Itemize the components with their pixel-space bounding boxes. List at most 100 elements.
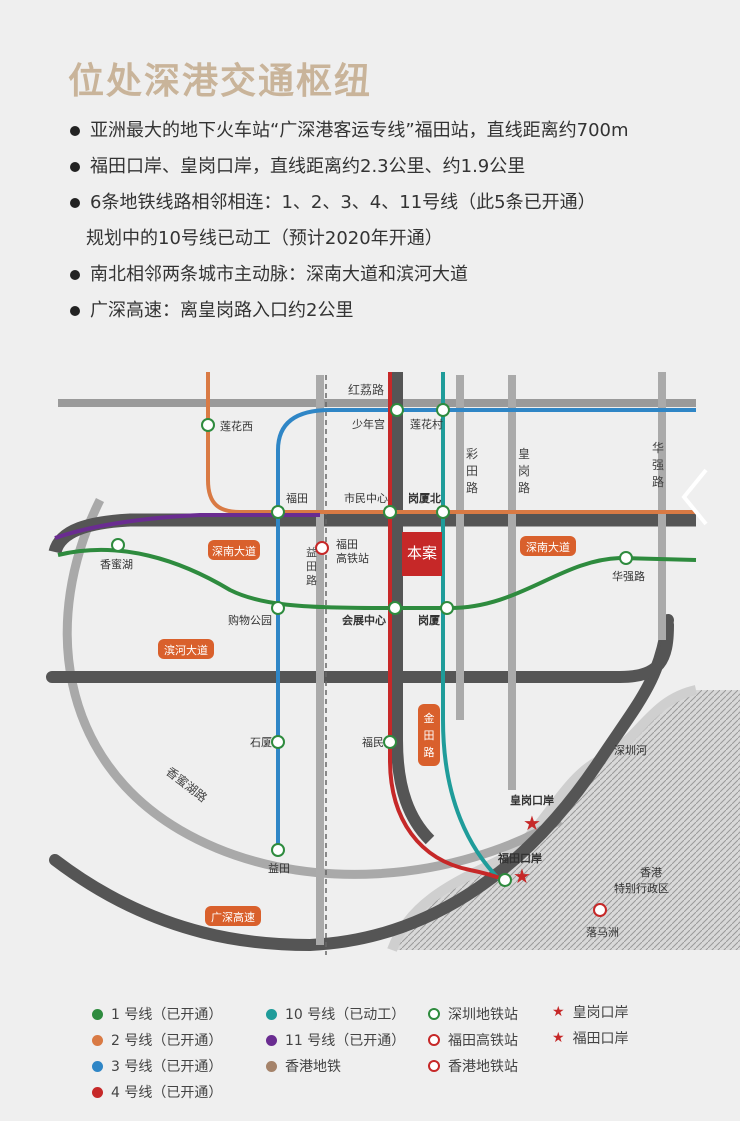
station-icon — [436, 403, 450, 417]
station-icon — [388, 601, 402, 615]
legend-swatch — [92, 1060, 103, 1072]
road-label: 彩田路 — [466, 447, 478, 495]
hk-mtr-station-icon — [593, 903, 607, 917]
station-label: 香蜜湖 — [100, 557, 133, 571]
station-label: 岗厦 — [418, 613, 441, 627]
project-label: 本案 — [407, 544, 437, 562]
station-icon — [383, 735, 397, 749]
station-label: 购物公园 — [228, 613, 272, 627]
station-icon — [498, 873, 512, 887]
legend-item: 深圳地铁站 — [428, 1004, 518, 1024]
road-label: 深南大道 — [526, 540, 570, 554]
landmark-label: 福田口岸 — [497, 851, 542, 865]
legend-label: 11 号线（已开通） — [285, 1033, 406, 1049]
road-label: 金田路 — [424, 711, 435, 759]
station-label: 市民中心 — [344, 491, 388, 505]
star-icon: ★ — [552, 1030, 565, 1046]
bullet-icon — [70, 198, 80, 208]
road-label: 广深高速 — [211, 910, 255, 924]
station-icon — [619, 551, 633, 565]
next-arrow-icon[interactable] — [676, 462, 716, 532]
legend-swatch — [92, 1034, 103, 1046]
line-1 — [57, 547, 697, 610]
station-label: 莲花西 — [220, 420, 253, 433]
legend-label: 1 号线（已开通） — [111, 1007, 223, 1023]
list-item: 亚洲最大的地下火车站“广深港客运专线”福田站，直线距离约700m — [68, 120, 728, 142]
road-shennan — [48, 513, 696, 555]
legend-item: 香港地铁站 — [428, 1056, 518, 1076]
road-badge: 滨河大道 — [158, 639, 214, 659]
list-item-text: 福田口岸、皇岗口岸，直线距离约2.3公里、约1.9公里 — [90, 156, 526, 177]
list-item: 广深高速：离皇岗路入口约2公里 — [68, 300, 728, 322]
station-icon — [201, 418, 215, 432]
page-title: 位处深港交通枢纽 — [68, 61, 373, 102]
hk-mtr-station-icon — [428, 1060, 440, 1072]
road-label: 深南大道 — [212, 544, 256, 558]
legend-label: 10 号线（已动工） — [285, 1007, 406, 1023]
landmark-label: 皇岗口岸 — [510, 793, 554, 807]
legend-label: 皇岗口岸 — [572, 1005, 629, 1021]
road-binhe — [46, 619, 674, 683]
star-icon: ★ — [513, 864, 531, 888]
hsr-station-icon — [315, 541, 329, 555]
legend-swatch — [92, 1086, 103, 1098]
station-label: 落马洲 — [586, 926, 619, 939]
station-label: 岗厦北 — [408, 491, 441, 505]
bullet-icon — [70, 126, 80, 136]
star-icon: ★ — [523, 811, 541, 835]
station-icon — [271, 505, 285, 519]
bullet-icon — [70, 306, 80, 316]
bullet-icon — [70, 270, 80, 280]
hsr-station-icon — [428, 1034, 440, 1046]
line-3 — [276, 408, 696, 850]
road-label: 香蜜湖路 — [163, 764, 210, 805]
bullet-icon — [70, 162, 80, 172]
station-icon — [390, 403, 404, 417]
station-label: 会展中心 — [342, 613, 386, 627]
station-label: 华强路 — [612, 569, 645, 583]
legend-item: 3 号线（已开通） — [92, 1056, 222, 1076]
station-label: 少年宫 — [352, 417, 385, 431]
legend-item: ★福田口岸 — [552, 1028, 629, 1048]
list-item-text: 亚洲最大的地下火车站“广深港客运专线”福田站，直线距离约700m — [90, 120, 629, 141]
legend-swatch — [266, 1008, 277, 1020]
legend-item: 10 号线（已动工） — [266, 1004, 405, 1024]
legend-item: 2 号线（已开通） — [92, 1030, 222, 1050]
landmark-label: 香港特别行政区 — [614, 866, 669, 895]
station-icon — [111, 538, 125, 552]
station-icon — [383, 505, 397, 519]
project-marker — [402, 532, 442, 576]
station-label: 福田 — [286, 491, 308, 505]
road-label: 滨河大道 — [164, 643, 208, 657]
station-icon — [271, 843, 285, 857]
station-label: 石厦 — [250, 736, 272, 749]
list-item-text: 广深高速：离皇岗路入口约2公里 — [90, 300, 354, 321]
list-item: 6条地铁线路相邻相连：1、2、3、4、11号线（此5条已开通） 规划中的10号线已… — [68, 192, 728, 250]
legend-swatch — [266, 1060, 277, 1072]
legend-label: 深圳地铁站 — [448, 1007, 518, 1023]
legend-label: 香港地铁站 — [448, 1059, 518, 1075]
road-guangshen — [49, 614, 674, 952]
legend-label: 3 号线（已开通） — [111, 1059, 223, 1075]
legend-item: 4 号线（已开通） — [92, 1082, 222, 1102]
station-label: 益田 — [268, 861, 290, 875]
list-item-text: 6条地铁线路相邻相连：1、2、3、4、11号线（此5条已开通） — [90, 192, 596, 213]
feature-list: 亚洲最大的地下火车站“广深港客运专线”福田站，直线距离约700m 福田口岸、皇岗… — [68, 120, 728, 336]
station-icon — [436, 505, 450, 519]
legend-swatch — [92, 1008, 103, 1020]
road-jintian — [391, 372, 435, 845]
legend-label: 福田高铁站 — [448, 1033, 518, 1049]
landmark-label: 深圳河 — [614, 744, 647, 757]
road-label: 益田路 — [306, 545, 317, 587]
list-item: 南北相邻两条城市主动脉：深南大道和滨河大道 — [68, 264, 728, 286]
station-icon — [440, 601, 454, 615]
list-item-subtext: 规划中的10号线已动工（预计2020年开通） — [86, 228, 443, 249]
legend-item: 香港地铁 — [266, 1056, 341, 1076]
list-item-text: 南北相邻两条城市主动脉：深南大道和滨河大道 — [90, 264, 468, 285]
legend-label: 4 号线（已开通） — [111, 1085, 223, 1101]
legend-item: 福田高铁站 — [428, 1030, 518, 1050]
station-icon — [271, 735, 285, 749]
road-label: 皇岗路 — [518, 447, 530, 495]
legend-swatch — [266, 1034, 277, 1046]
